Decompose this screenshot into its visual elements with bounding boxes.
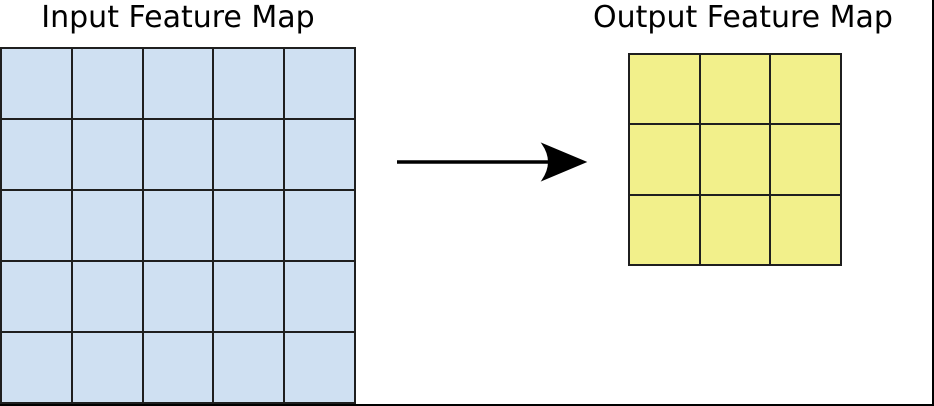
input-grid-cell [214, 120, 284, 189]
input-grid-cell [72, 333, 142, 402]
input-grid-cell [72, 262, 142, 331]
output-grid-cell [630, 195, 699, 264]
input-feature-map-title: Input Feature Map [41, 0, 315, 35]
input-feature-map-grid [0, 47, 356, 404]
input-grid-cell [143, 333, 213, 402]
input-grid-cell [214, 49, 284, 118]
input-grid-cell [72, 191, 142, 260]
input-grid-cell [285, 333, 354, 402]
input-grid-cell [2, 191, 71, 260]
output-feature-map-title: Output Feature Map [593, 0, 893, 35]
input-grid-cell [285, 49, 354, 118]
input-grid-cell [285, 120, 354, 189]
input-grid-cell [143, 191, 213, 260]
output-grid-cell [630, 125, 699, 194]
input-grid-cell [214, 262, 284, 331]
output-grid-cell [771, 55, 840, 124]
output-grid-cell [630, 55, 699, 124]
input-grid-cell [2, 333, 71, 402]
input-grid-cell [2, 262, 71, 331]
output-grid-cell [700, 125, 770, 194]
input-grid-cell [285, 262, 354, 331]
output-feature-map-grid [628, 53, 842, 266]
input-grid-cell [72, 120, 142, 189]
output-grid-cell [771, 195, 840, 264]
input-grid-cell [2, 49, 71, 118]
input-grid-cell [143, 262, 213, 331]
input-grid-cell [214, 333, 284, 402]
input-grid-cell [285, 191, 354, 260]
right-arrow-icon [397, 142, 588, 182]
output-grid-cell [700, 55, 770, 124]
input-grid-cell [2, 120, 71, 189]
output-grid-cell [771, 125, 840, 194]
input-grid-cell [143, 120, 213, 189]
input-grid-cell [72, 49, 142, 118]
output-grid-cell [700, 195, 770, 264]
input-grid-cell [214, 191, 284, 260]
input-grid-cell [143, 49, 213, 118]
